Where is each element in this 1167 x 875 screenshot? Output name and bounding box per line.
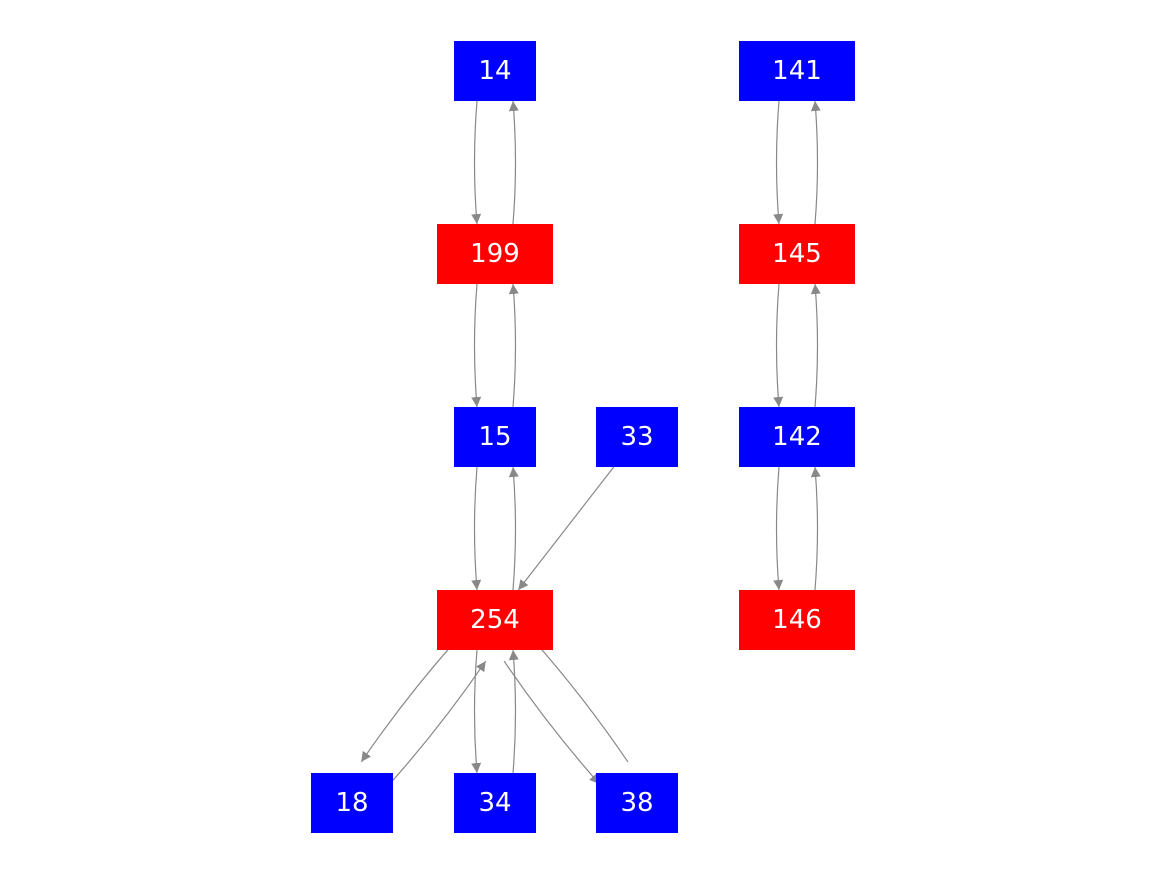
node-199: 199	[437, 224, 553, 284]
node-33: 33	[596, 407, 678, 467]
node-199-label: 199	[470, 239, 520, 269]
edges-layer	[360, 100, 821, 785]
node-142: 142	[739, 407, 855, 467]
node-14-box	[454, 41, 536, 101]
node-15-box	[454, 407, 536, 467]
node-146: 146	[739, 590, 855, 650]
node-38-label: 38	[620, 788, 653, 818]
node-146-box	[739, 590, 855, 650]
node-145-label: 145	[772, 239, 822, 269]
node-18-label: 18	[335, 788, 368, 818]
node-18: 18	[311, 773, 393, 833]
edge-38-to-254	[532, 638, 629, 763]
node-38-box	[596, 773, 678, 833]
node-254-box	[437, 590, 553, 650]
node-141-box	[739, 41, 855, 101]
node-15-label: 15	[478, 422, 511, 452]
edge-15-to-199	[508, 283, 519, 408]
node-145: 145	[739, 224, 855, 284]
node-254-label: 254	[470, 605, 520, 635]
node-141: 141	[739, 41, 855, 101]
edge-142-to-145	[810, 283, 821, 408]
node-33-label: 33	[620, 422, 653, 452]
node-142-label: 142	[772, 422, 822, 452]
node-14-label: 14	[478, 56, 511, 86]
node-142-box	[739, 407, 855, 467]
edge-145-to-141	[810, 100, 821, 225]
edge-254-to-38	[503, 660, 600, 785]
edge-18-to-254	[389, 660, 487, 785]
edge-199-to-14	[508, 100, 519, 225]
node-15: 15	[454, 407, 536, 467]
edge-146-to-142	[810, 466, 821, 591]
node-34-label: 34	[478, 788, 511, 818]
node-14: 14	[454, 41, 536, 101]
node-254: 254	[437, 590, 553, 650]
node-38: 38	[596, 773, 678, 833]
edge-254-to-15	[508, 466, 519, 591]
node-18-box	[311, 773, 393, 833]
edge-142-to-146	[773, 466, 784, 591]
edge-199-to-15	[471, 283, 482, 408]
node-33-box	[596, 407, 678, 467]
node-199-box	[437, 224, 553, 284]
node-146-label: 146	[772, 605, 822, 635]
edge-141-to-145	[773, 100, 784, 225]
edge-34-to-254	[508, 649, 519, 774]
nodes-layer: 14 199 15 33 254 18 34 38 141 145 142 146	[311, 41, 855, 833]
edge-254-to-18	[360, 638, 458, 763]
node-34-box	[454, 773, 536, 833]
edge-15-to-254	[471, 466, 482, 591]
edge-33-to-254	[517, 466, 615, 591]
edge-145-to-142	[773, 283, 784, 408]
edge-254-to-34	[471, 649, 482, 774]
node-141-label: 141	[772, 56, 822, 86]
node-34: 34	[454, 773, 536, 833]
edge-14-to-199	[471, 100, 482, 225]
node-145-box	[739, 224, 855, 284]
